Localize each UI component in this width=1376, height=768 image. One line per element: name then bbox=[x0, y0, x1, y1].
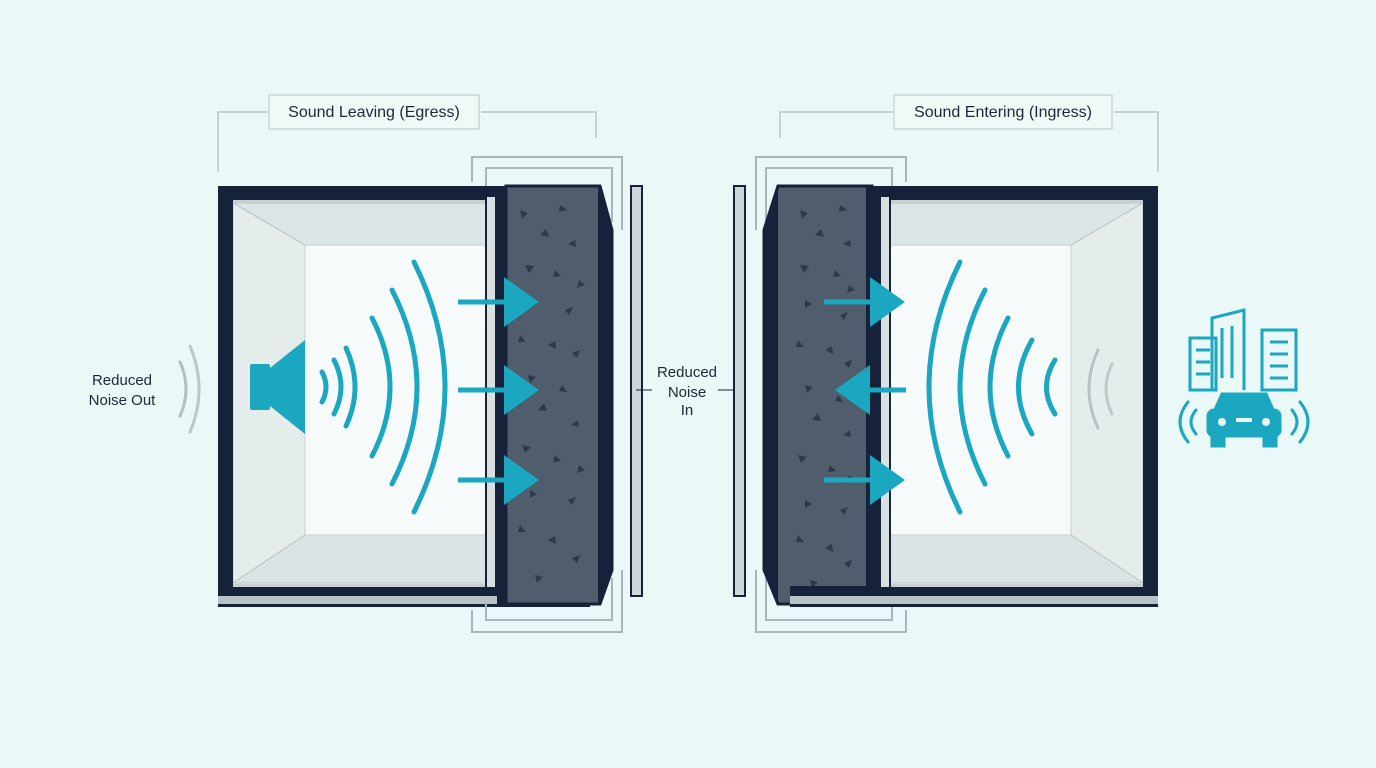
egress-panel: Sound Leaving (Egress) bbox=[89, 94, 643, 633]
ingress-bracket bbox=[779, 111, 1159, 172]
noise-out-label-line2: Noise Out bbox=[89, 392, 157, 409]
city-buildings-icon bbox=[1188, 308, 1298, 392]
speaker-icon bbox=[250, 340, 305, 434]
noise-out-label-line1: Reduced bbox=[92, 372, 152, 389]
noise-in-label-line2: Noise bbox=[668, 384, 706, 401]
egress-title-box bbox=[268, 94, 480, 130]
ingress-arrows bbox=[824, 277, 906, 505]
car-noise-waves bbox=[1178, 400, 1310, 444]
egress-outer-panel bbox=[630, 185, 643, 597]
ingress-outer-panel bbox=[733, 185, 746, 597]
ingress-title: Sound Entering (Ingress) bbox=[914, 104, 1092, 121]
egress-title: Sound Leaving (Egress) bbox=[288, 104, 460, 121]
ingress-casing bbox=[755, 156, 907, 633]
egress-arrows bbox=[458, 277, 539, 505]
ingress-panel: Sound Entering (Ingress) bbox=[733, 94, 1310, 633]
egress-sound-waves bbox=[319, 259, 448, 515]
noise-out-waves bbox=[178, 344, 201, 434]
ingress-sound-waves bbox=[926, 259, 1058, 515]
noise-in-label-line1: Reduced bbox=[657, 364, 717, 381]
noise-in-label-line3: In bbox=[681, 402, 694, 419]
car-icon bbox=[1206, 392, 1282, 448]
ingress-insulation-texture bbox=[796, 205, 855, 588]
egress-casing bbox=[471, 156, 623, 633]
egress-insulation-wall bbox=[497, 184, 614, 606]
ingress-title-box bbox=[893, 94, 1113, 130]
ingress-insulation-wall bbox=[762, 184, 880, 606]
ingress-faded-waves bbox=[1087, 348, 1114, 430]
noise-in-label: Reduced Noise In bbox=[636, 364, 738, 419]
egress-bracket bbox=[217, 111, 597, 172]
city-car-icon bbox=[1178, 308, 1310, 448]
